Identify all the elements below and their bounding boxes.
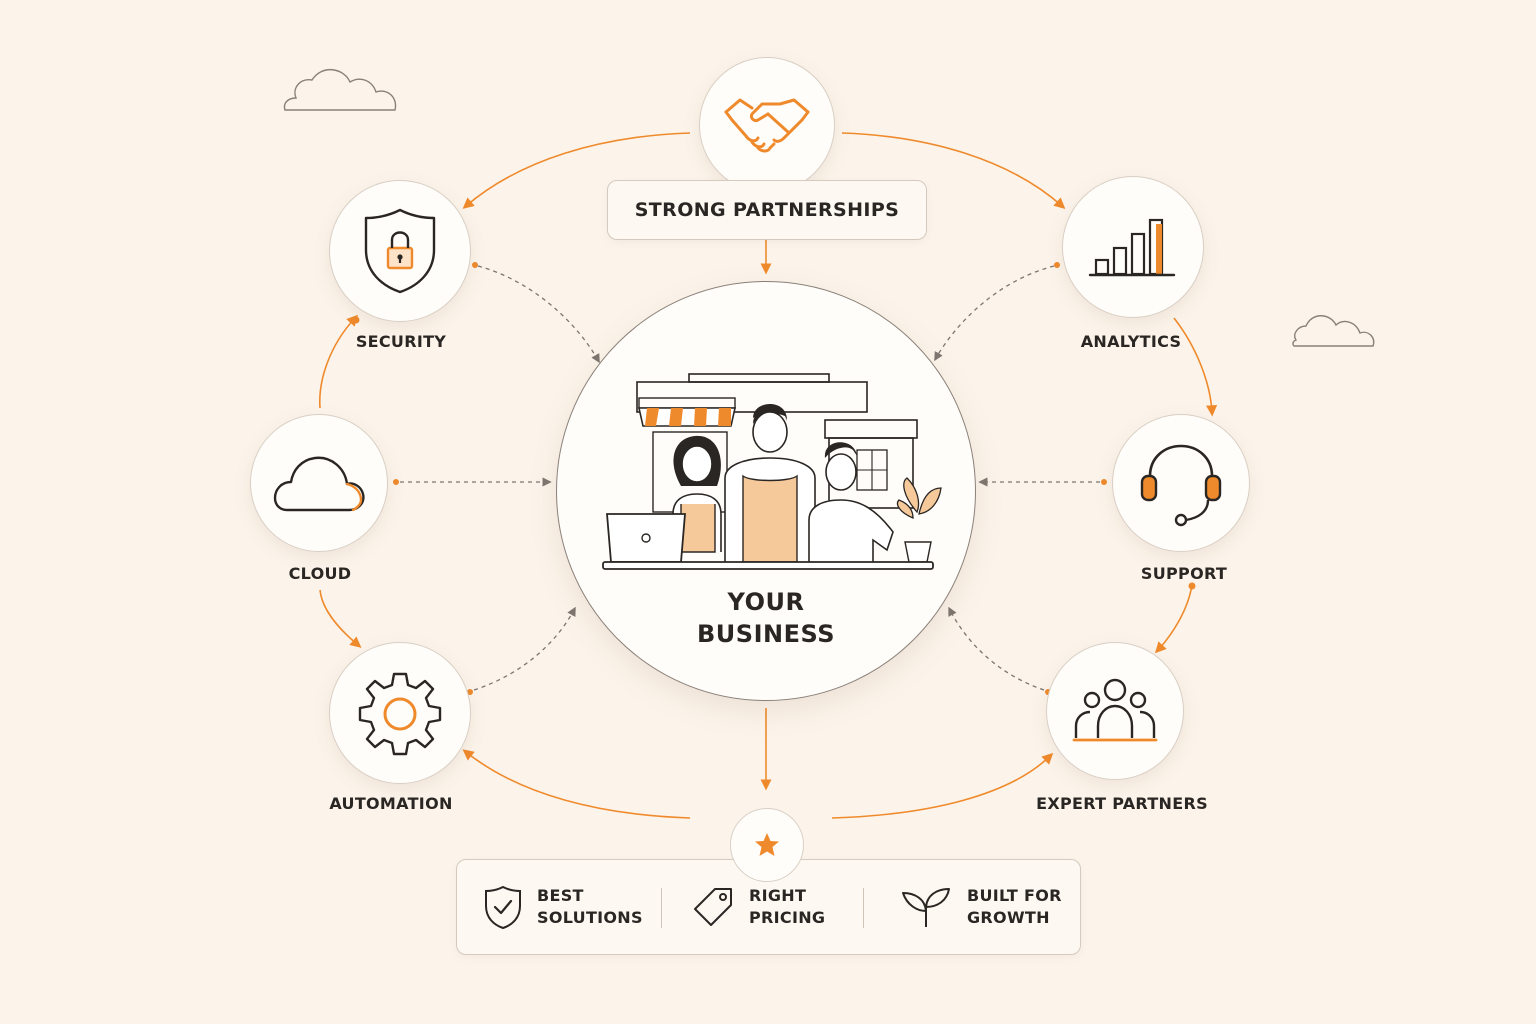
cloud-label: CLOUD [288, 564, 352, 583]
benefit-2-line1: RIGHT [749, 886, 807, 905]
your-business-circle: YOUR BUSINESS [556, 281, 976, 701]
price-tag-icon [694, 888, 732, 926]
headset-icon [1140, 444, 1222, 527]
shield-check-icon [485, 885, 521, 930]
benefit-1-line1: BEST [537, 886, 584, 905]
benefit-3-line1: BUILT FOR [967, 886, 1062, 905]
benefit-3-line2: GROWTH [967, 908, 1050, 927]
security-node [329, 180, 471, 322]
automation-label: AUTOMATION [329, 794, 453, 813]
sprout-icon [902, 888, 950, 927]
cloud-icon [273, 456, 365, 512]
handshake-icon [724, 98, 810, 153]
benefit-built-for-growth: BUILT FOR GROWTH [899, 860, 1062, 954]
expert-partners-node [1046, 642, 1184, 780]
diagram-title: STRONG PARTNERSHIPS [634, 199, 900, 221]
cloud-decoration-right [1292, 315, 1375, 347]
partnership-node [699, 57, 835, 193]
support-label: SUPPORT [1140, 564, 1228, 583]
star-node [730, 808, 804, 882]
cloud-node [250, 414, 388, 552]
security-label: SECURITY [355, 332, 447, 351]
benefit-2-line2: PRICING [749, 908, 826, 927]
automation-node [329, 642, 471, 784]
gear-icon [358, 672, 442, 756]
center-title-line2: BUSINESS [697, 620, 835, 648]
analytics-node [1062, 176, 1204, 318]
support-node [1112, 414, 1250, 552]
team-icon [1072, 678, 1158, 742]
star-icon [755, 833, 779, 856]
title-box: STRONG PARTNERSHIPS [607, 180, 927, 240]
benefit-1-line2: SOLUTIONS [537, 908, 643, 927]
divider [661, 888, 662, 928]
center-title: YOUR BUSINESS [557, 586, 975, 650]
expert-partners-label: EXPERT PARTNERS [1036, 794, 1208, 813]
shield-lock-icon [364, 208, 436, 294]
benefit-right-pricing: RIGHT PRICING [691, 860, 825, 954]
storefront-team-illustration [602, 373, 942, 570]
divider [863, 888, 864, 928]
center-title-line1: YOUR [727, 588, 805, 616]
benefit-best-solutions: BEST SOLUTIONS [483, 860, 643, 954]
analytics-label: ANALYTICS [1080, 332, 1182, 351]
bar-chart-icon [1088, 218, 1176, 277]
cloud-decoration-left [283, 69, 397, 111]
